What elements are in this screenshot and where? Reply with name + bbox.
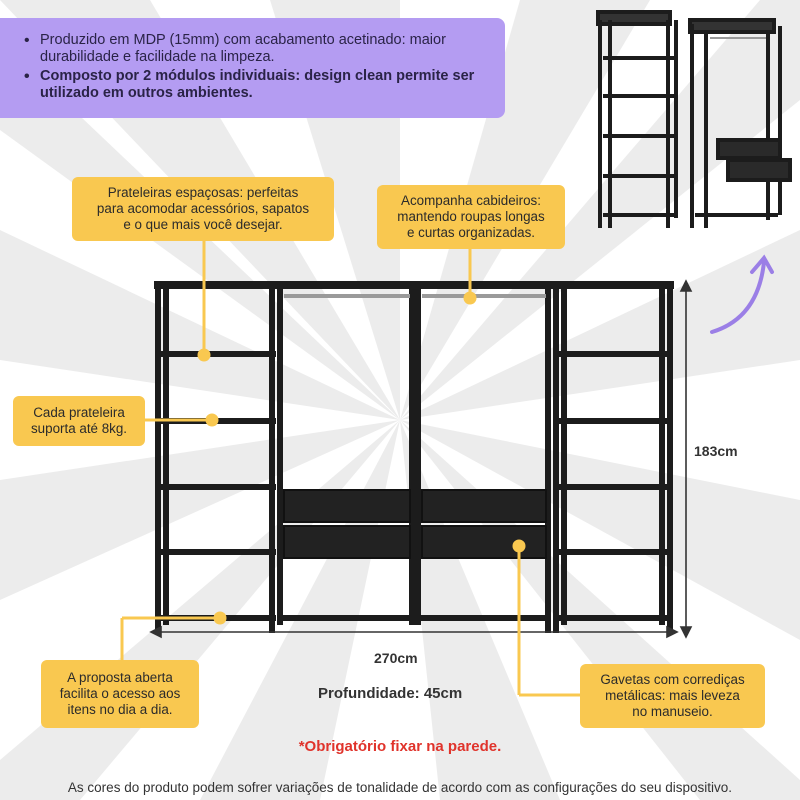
left-shelf-module (155, 285, 283, 633)
drawers (283, 489, 547, 559)
leader-lines (120, 240, 580, 697)
callout-open-design: A proposta aberta facilita o acesso aos … (41, 660, 199, 728)
feature-material: Produzido em MDP (15mm) com acabamento a… (22, 32, 495, 66)
features-panel: Produzido em MDP (15mm) com acabamento a… (0, 18, 505, 118)
center-hanger-modules (280, 285, 559, 633)
thumbnail-hanger-module (688, 18, 792, 228)
feature-modules: Composto por 2 módulos individuais: desi… (22, 68, 495, 102)
height-label: 183cm (694, 443, 738, 459)
depth-label: Profundidade: 45cm (318, 685, 463, 702)
callout-shelves: Prateleiras espaçosas: perfeitas para ac… (72, 177, 334, 241)
thumbnail-shelf-module (596, 10, 678, 228)
wardrobe (154, 281, 674, 633)
product-thumbnails (596, 10, 792, 228)
callout-shelf-capacity: Cada prateleira suporta até 8kg. (13, 396, 145, 446)
color-disclaimer: As cores do produto podem sofrer variaçõ… (67, 780, 733, 795)
callout-hangers: Acompanha cabideiros: mantendo roupas lo… (377, 185, 565, 249)
right-shelf-module (553, 285, 673, 633)
wall-fixing-warning: *Obrigatório fixar na parede. (298, 738, 502, 755)
curved-arrow-icon (710, 254, 774, 334)
width-label: 270cm (374, 650, 418, 666)
dimension-lines (149, 279, 693, 639)
callout-drawers: Gavetas com corrediças metálicas: mais l… (580, 664, 765, 728)
